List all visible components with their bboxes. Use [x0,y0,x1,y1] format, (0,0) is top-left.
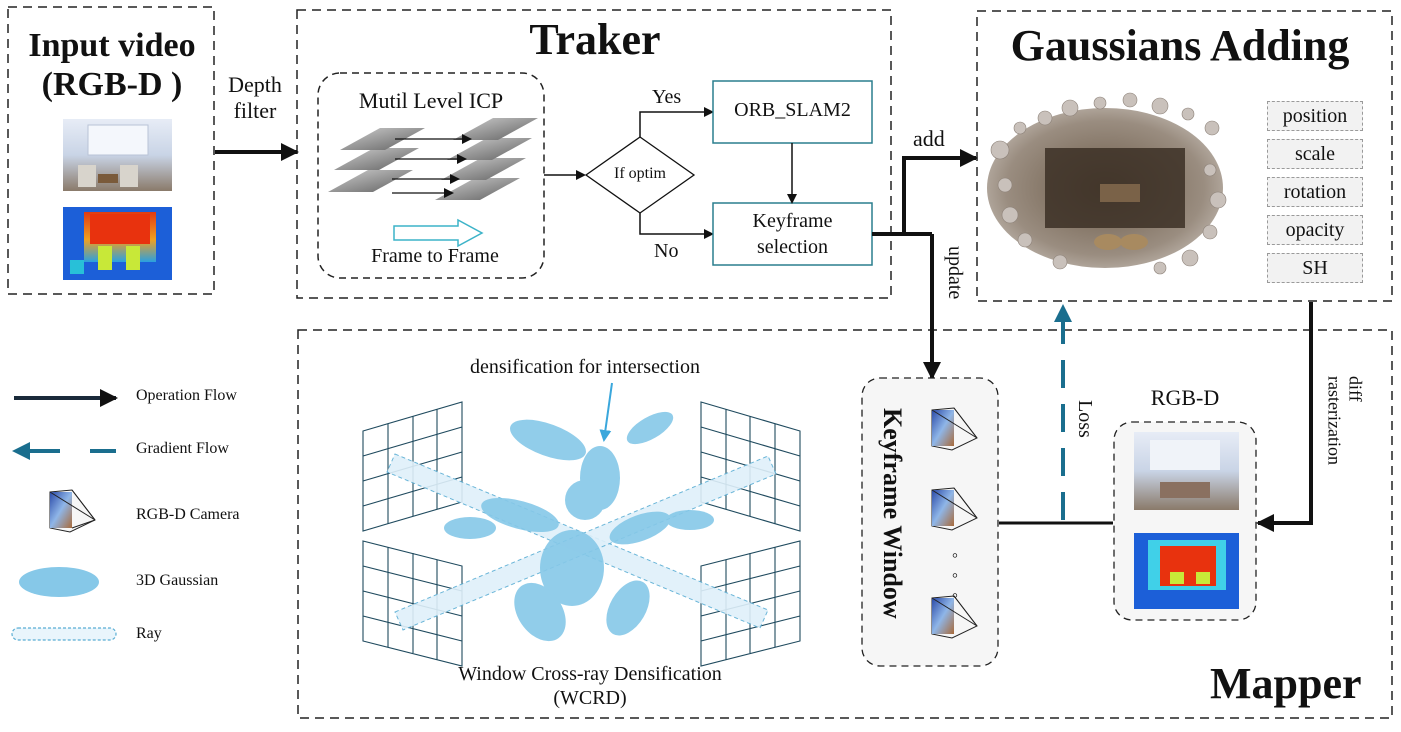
icp-label: Mutil Level ICP [358,88,504,113]
orb-slam2-box [712,80,873,144]
densification-label: densification for intersection [470,356,700,378]
legend-gaussian-label: 3D Gaussian [136,572,219,589]
icp-pyramid-left [328,128,425,192]
attribute-position: position [1267,101,1363,131]
keyframe-camera-icons [931,407,978,639]
add-arrow [902,149,978,234]
densification-pointer-arrow [599,382,613,442]
wcrd-label: Window Cross-ray Densification (WCRD) [400,662,780,710]
if-optim-label: If optim [614,165,666,182]
orb-slam2-label: ORB_SLAM2 [734,99,851,121]
legend-gradient-flow-label: Gradient Flow [136,440,229,457]
input-depth-image [63,207,172,280]
legend-ray-label: Ray [136,625,162,642]
attribute-opacity: opacity [1267,215,1363,245]
keyframe-selection-line2: selection [756,236,829,258]
keyframe-selection-label: Keyframe selection [714,208,871,260]
no-label: No [654,240,679,262]
input-rgb-image [63,119,172,191]
gaussians-title: Gaussians Adding [1010,21,1350,70]
keyframe-ellipsis: ◦◦◦ [945,545,965,605]
wcrd-line2: (WCRD) [553,687,627,709]
legend-camera-icon [49,489,96,533]
loss-label: Loss [1074,400,1096,438]
no-branch-arrow [639,213,714,239]
mapper-frame [297,329,1393,719]
input-frame [7,6,215,295]
keyframe-window-box [861,377,999,667]
add-label: add [913,126,945,151]
wcrd-gaussians [444,411,714,642]
diff-line1: diff [1345,376,1366,402]
rgbd-rgb-image [1134,432,1239,510]
update-label: update [944,246,966,300]
attribute-sh: SH [1267,253,1363,283]
icp-pyramid-right [435,118,538,200]
keyframe-window-label: Keyframe Window [878,408,907,619]
diff-rasterization-arrow [1256,302,1313,532]
input-video-title: Input video (RGB-D ) [12,26,212,104]
rgbd-label: RGB-D [1150,385,1220,410]
legend-ray-shape [11,627,117,641]
yes-branch-arrow [639,107,714,137]
yes-label: Yes [652,86,682,108]
input-title-line2: (RGB-D ) [41,66,183,104]
mapper-title: Mapper [1210,659,1362,708]
rgbd-depth-image [1134,533,1239,609]
diff-rasterization-label: diff rasterization [1324,376,1366,465]
diff-line2: rasterization [1324,376,1345,465]
depth-filter-line1: Depth [228,72,282,97]
legend-gaussian-ellipse [19,567,99,597]
keyframe-selection-line1: Keyframe [752,210,833,232]
depth-filter-label: Depth filter [214,72,296,125]
frame-to-frame-hollow-arrow [393,218,484,248]
icp-box [317,72,545,279]
icp-correspondence-arrows [392,134,472,198]
attribute-scale: scale [1267,139,1363,169]
keyframe-selection-box [712,202,873,266]
legend-camera-label: RGB-D Camera [136,506,240,523]
gaussian-point-cloud [987,92,1227,275]
input-title-line1: Input video [28,27,196,64]
legend-operation-flow-label: Operation Flow [136,387,237,404]
frame-to-frame-label: Frame to Frame [371,245,499,267]
legend-gradient-flow-arrow [12,442,116,460]
depth-filter-line2: filter [233,98,277,124]
attribute-rotation: rotation [1267,177,1363,207]
tracker-title: Traker [529,15,661,64]
wcrd-line1: Window Cross-ray Densification [458,663,722,685]
